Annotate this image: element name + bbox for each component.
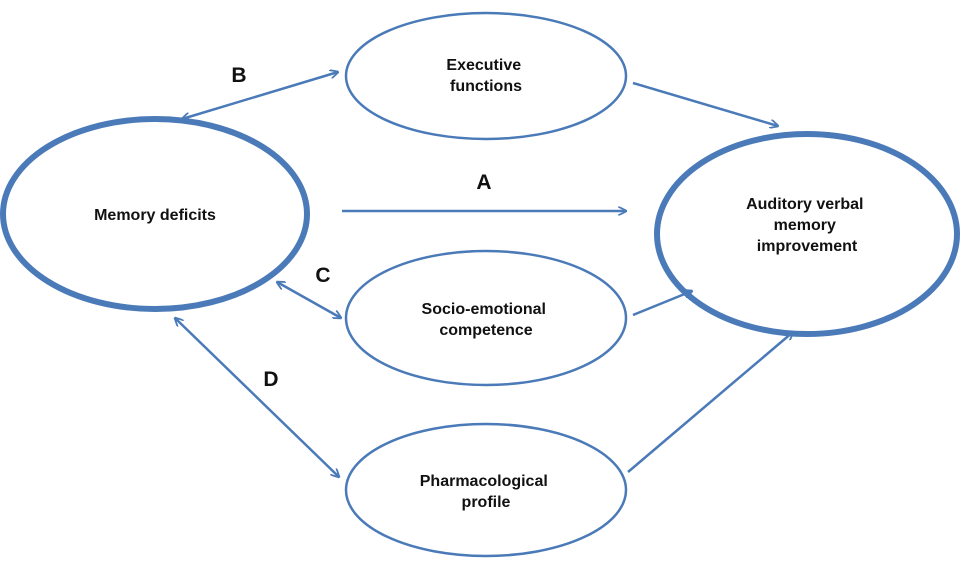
auditory-verbal-memory-improvement-node	[654, 131, 960, 337]
executive-functions-label-line: functions	[450, 78, 522, 95]
memory-deficits-node	[0, 116, 310, 312]
auditory-verbal-label-line: Auditory verbal	[746, 196, 863, 213]
edge-b-arrow	[182, 72, 338, 119]
executive-to-outcome-arrow	[632, 81, 778, 126]
memory-deficits-label-line: Memory deficits	[94, 207, 216, 224]
edge-label-b: B	[231, 64, 246, 87]
auditory-verbal-label-line: improvement	[757, 238, 858, 255]
pharmacological-label: Pharmacological profile	[420, 473, 553, 511]
edge-label-c: C	[315, 264, 330, 287]
socio-emotional-competence-node	[344, 249, 628, 387]
pharmacological-profile-node	[344, 422, 628, 558]
edge-label-d: D	[263, 368, 278, 391]
socio-emotional-label-line: competence	[439, 322, 532, 339]
auditory-verbal-label-line: memory	[774, 217, 836, 234]
socio-emotional-label: Socio-emotional competence	[422, 301, 551, 339]
edge-d-arrow	[175, 318, 339, 477]
auditory-verbal-label: Auditory verbal memory improvement	[746, 196, 868, 255]
executive-functions-label: Executive functions	[446, 57, 525, 95]
socio-emotional-label-line: Socio-emotional	[422, 301, 546, 318]
executive-functions-node	[344, 11, 628, 141]
memory-deficits-label: Memory deficits	[94, 207, 216, 224]
executive-functions-label-line: Executive	[446, 57, 521, 74]
pharmacological-label-line: profile	[462, 494, 511, 511]
pharmacological-label-line: Pharmacological	[420, 473, 548, 490]
socio-to-outcome-arrow	[632, 291, 692, 317]
pharma-to-outcome-arrow	[627, 332, 793, 473]
edge-label-a: A	[476, 171, 491, 194]
edge-c-arrow	[277, 282, 341, 318]
